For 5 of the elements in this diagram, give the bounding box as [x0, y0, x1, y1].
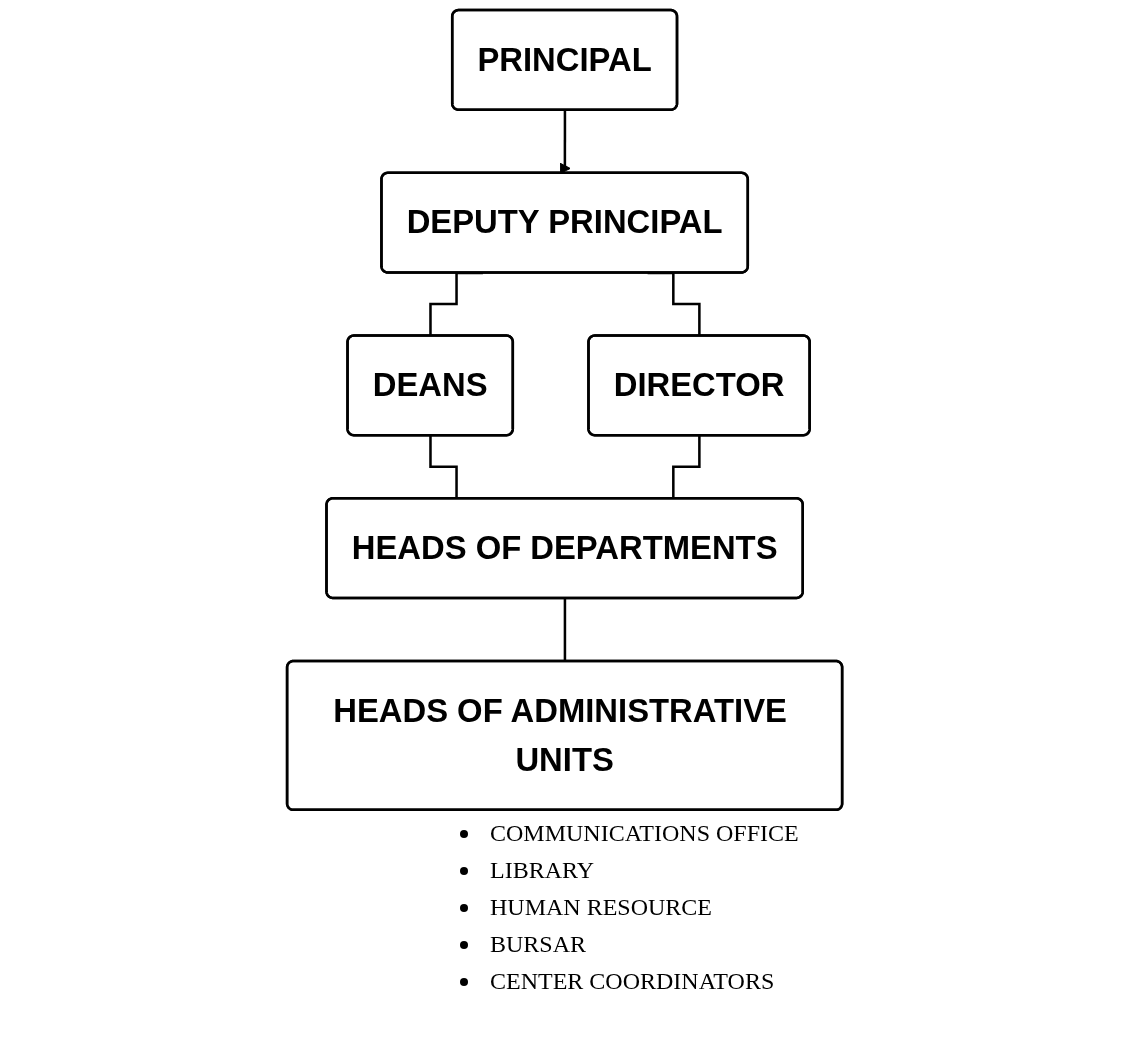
list-item: LIBRARY [490, 857, 594, 884]
list-item: BURSAR [490, 931, 587, 958]
list-item: HUMAN RESOURCE [490, 894, 713, 921]
list-item: COMMUNICATIONS OFFICE [490, 820, 799, 847]
list-item: CENTER COORDINATORS [490, 968, 775, 995]
